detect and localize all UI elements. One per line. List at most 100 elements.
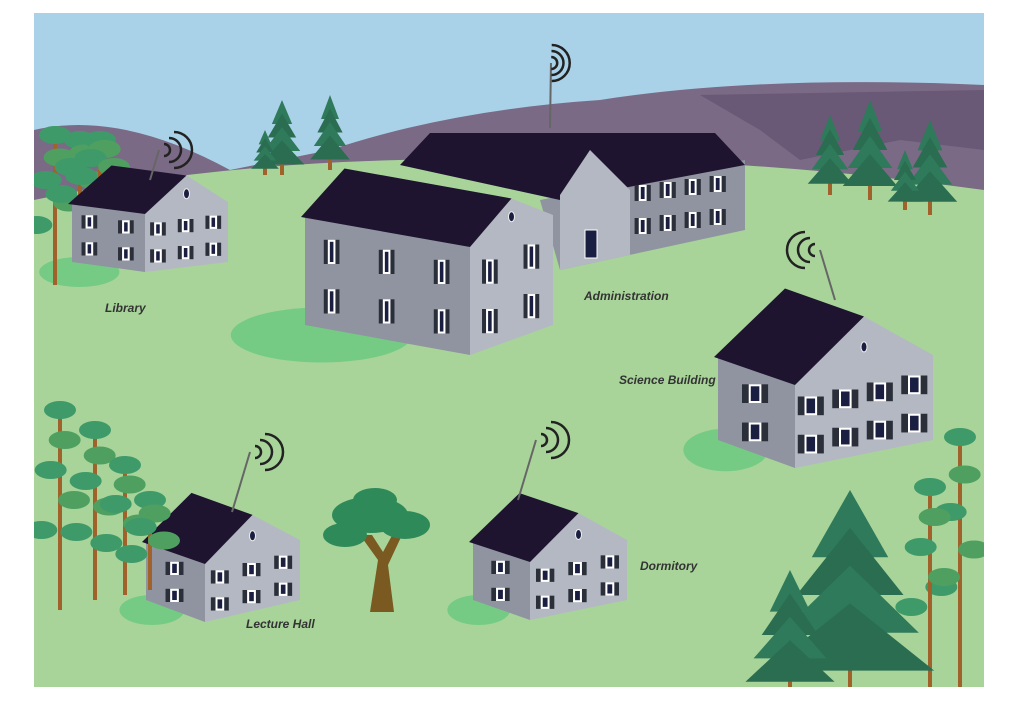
- shutter: [378, 299, 383, 324]
- pine-tree: [251, 130, 279, 175]
- window-pane: [665, 184, 670, 196]
- foliage: [45, 185, 78, 203]
- pine-layer: [917, 120, 943, 151]
- foliage: [34, 461, 67, 479]
- signal-wave: [551, 55, 559, 71]
- pine-layer: [263, 127, 301, 151]
- antenna-mast: [819, 249, 836, 301]
- shutter: [177, 246, 182, 260]
- window-pane: [488, 311, 492, 332]
- foliage: [115, 545, 148, 563]
- shutter: [646, 218, 651, 234]
- shutter: [535, 595, 541, 609]
- shutter: [482, 259, 487, 284]
- shutter: [851, 389, 859, 409]
- shutter: [634, 185, 639, 201]
- foliage: [148, 531, 180, 550]
- shutter: [242, 590, 248, 604]
- window-pane: [715, 178, 720, 190]
- pine-layer: [902, 171, 958, 202]
- foliage: [948, 465, 981, 484]
- shutter: [287, 555, 293, 569]
- shutter: [255, 563, 261, 577]
- antenna: [785, 230, 836, 301]
- shutter: [920, 413, 928, 433]
- pine-tree: [842, 100, 898, 200]
- window-pane: [607, 584, 613, 594]
- shutter: [797, 434, 805, 454]
- pine-layer: [890, 171, 920, 191]
- shutter: [161, 249, 166, 263]
- foliage: [958, 540, 984, 559]
- mountain-shade: [700, 90, 984, 160]
- shutter: [217, 215, 222, 229]
- deciduous-tree: [34, 126, 85, 285]
- window-pane: [498, 562, 503, 572]
- oak-foliage: [323, 523, 367, 547]
- signal-wave: [796, 236, 811, 264]
- oak-tree: [323, 488, 430, 612]
- shutter: [390, 249, 395, 274]
- shutter: [742, 422, 749, 442]
- signal-wave: [163, 142, 172, 158]
- shutter: [832, 389, 840, 409]
- shutter: [866, 420, 874, 440]
- foliage: [944, 428, 976, 446]
- shutter: [205, 215, 210, 229]
- antenna-mast: [517, 439, 537, 501]
- shutter: [165, 588, 171, 602]
- window-pane: [156, 224, 160, 234]
- shutter: [614, 555, 619, 569]
- signal-wave: [168, 136, 183, 164]
- window-pane: [875, 422, 885, 438]
- pine-layer: [769, 570, 811, 612]
- window-pane: [211, 217, 216, 227]
- roof: [68, 165, 187, 214]
- pine-layer: [819, 115, 841, 141]
- shutter: [433, 309, 438, 334]
- window-pane: [217, 599, 223, 609]
- label-lecture-hall: Lecture Hall: [246, 617, 315, 631]
- signal-wave: [264, 432, 285, 472]
- roof: [301, 168, 512, 247]
- signal-wave: [545, 426, 560, 454]
- shutter: [659, 215, 664, 231]
- shutter: [721, 176, 726, 192]
- window-pane: [183, 221, 188, 231]
- shutter: [445, 259, 450, 284]
- window-pane: [715, 211, 720, 223]
- pine-tree: [259, 100, 305, 175]
- window-pane: [910, 377, 919, 393]
- pine-layer: [271, 100, 293, 124]
- science-building: [714, 288, 933, 468]
- deciduous-tree: [895, 478, 960, 687]
- shutter: [523, 244, 528, 269]
- window-pane: [690, 214, 695, 226]
- shutter: [224, 570, 229, 584]
- shutter: [797, 396, 805, 416]
- window-pane: [690, 181, 695, 193]
- admin-wing-gable: [560, 150, 630, 270]
- window-pane: [329, 241, 334, 262]
- antenna: [517, 420, 571, 501]
- shutter: [549, 568, 555, 582]
- window-pane: [172, 563, 177, 573]
- shutter: [614, 582, 619, 596]
- shutter: [129, 220, 134, 234]
- pine-layer: [897, 150, 913, 170]
- pine-layer: [907, 154, 953, 185]
- shutter: [161, 222, 166, 236]
- window-pane: [542, 597, 548, 607]
- shutter: [224, 597, 229, 611]
- window-pane: [665, 217, 670, 229]
- shutter: [568, 562, 574, 576]
- signal-wave: [254, 444, 263, 460]
- shutter: [646, 185, 651, 201]
- pine-layer: [852, 118, 888, 150]
- pine-layer: [811, 490, 889, 558]
- window-pane: [488, 261, 492, 282]
- shutter: [696, 179, 701, 195]
- window-pane: [542, 570, 548, 580]
- shutter: [671, 215, 676, 231]
- window-pane: [806, 398, 816, 414]
